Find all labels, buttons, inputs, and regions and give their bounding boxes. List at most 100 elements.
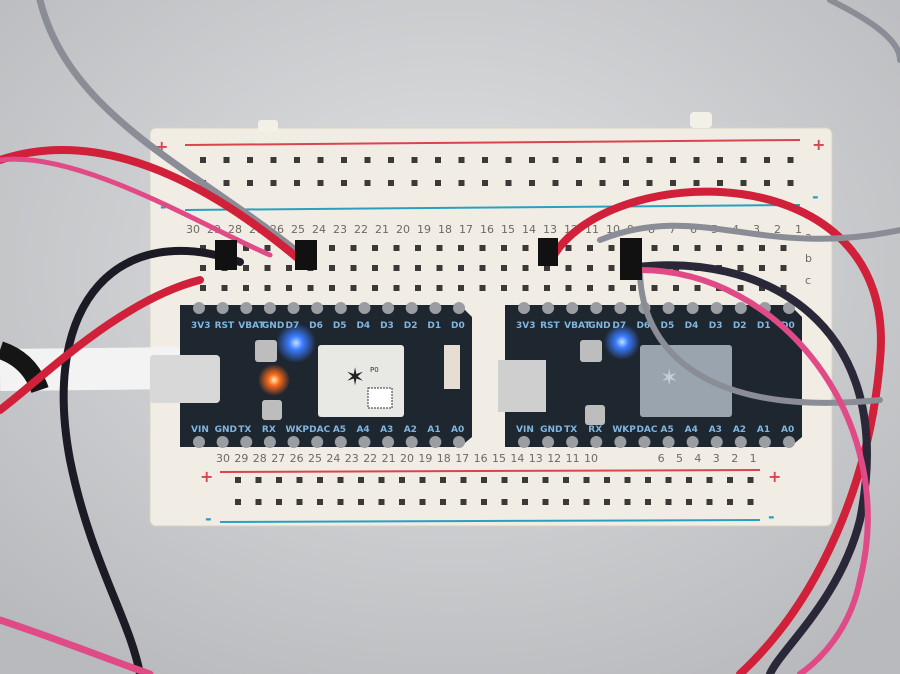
breadboard-hole[interactable]	[247, 157, 253, 163]
breadboard-hole[interactable]	[419, 499, 426, 505]
breadboard-hole[interactable]	[481, 477, 487, 483]
breadboard-hole[interactable]	[759, 285, 765, 291]
breadboard-hole[interactable]	[565, 265, 572, 271]
breadboard-hole[interactable]	[501, 477, 508, 483]
breadboard-hole[interactable]	[223, 180, 230, 186]
breadboard-hole[interactable]	[623, 180, 629, 186]
breadboard-hole[interactable]	[542, 477, 549, 483]
breadboard-hole[interactable]	[200, 157, 206, 163]
breadboard-hole[interactable]	[747, 477, 754, 483]
breadboard-hole[interactable]	[399, 499, 405, 505]
breadboard-hole[interactable]	[341, 180, 347, 186]
breadboard-hole[interactable]	[337, 477, 344, 483]
breadboard-hole[interactable]	[780, 245, 787, 251]
breadboard-hole[interactable]	[670, 180, 676, 186]
breadboard-hole[interactable]	[415, 285, 421, 291]
breadboard-hole[interactable]	[411, 180, 418, 186]
breadboard-hole[interactable]	[317, 477, 323, 483]
breadboard-hole[interactable]	[415, 245, 421, 251]
breadboard-hole[interactable]	[329, 285, 335, 291]
breadboard-hole[interactable]	[243, 285, 249, 291]
breadboard-hole[interactable]	[247, 180, 253, 186]
breadboard-hole[interactable]	[372, 245, 378, 251]
breadboard-hole[interactable]	[522, 477, 528, 483]
breadboard-hole[interactable]	[458, 180, 465, 186]
breadboard-hole[interactable]	[529, 180, 535, 186]
breadboard-hole[interactable]	[350, 265, 357, 271]
setup-button[interactable]	[580, 340, 602, 362]
breadboard-hole[interactable]	[358, 499, 364, 505]
breadboard-hole[interactable]	[243, 265, 249, 271]
breadboard-hole[interactable]	[364, 157, 371, 163]
breadboard-hole[interactable]	[565, 245, 572, 251]
breadboard-hole[interactable]	[440, 477, 446, 483]
breadboard-hole[interactable]	[737, 285, 744, 291]
breadboard-hole[interactable]	[270, 157, 277, 163]
breadboard-hole[interactable]	[372, 285, 378, 291]
setup-button[interactable]	[255, 340, 277, 362]
breadboard-hole[interactable]	[479, 265, 486, 271]
breadboard-hole[interactable]	[522, 499, 528, 505]
breadboard-hole[interactable]	[329, 245, 335, 251]
breadboard-hole[interactable]	[264, 285, 271, 291]
breadboard-hole[interactable]	[673, 285, 679, 291]
breadboard-hole[interactable]	[717, 180, 723, 186]
breadboard-hole[interactable]	[235, 477, 241, 483]
breadboard-hole[interactable]	[576, 180, 582, 186]
breadboard-hole[interactable]	[624, 477, 631, 483]
breadboard-hole[interactable]	[435, 157, 441, 163]
breadboard-hole[interactable]	[501, 245, 507, 251]
breadboard-hole[interactable]	[522, 265, 529, 271]
breadboard-hole[interactable]	[501, 499, 508, 505]
breadboard-hole[interactable]	[307, 285, 314, 291]
breadboard-hole[interactable]	[436, 285, 443, 291]
breadboard-hole[interactable]	[505, 180, 512, 186]
breadboard-hole[interactable]	[479, 245, 486, 251]
breadboard-hole[interactable]	[740, 180, 747, 186]
breadboard-hole[interactable]	[787, 180, 794, 186]
breadboard-hole[interactable]	[764, 157, 770, 163]
breadboard-hole[interactable]	[388, 157, 394, 163]
breadboard-hole[interactable]	[599, 157, 606, 163]
breadboard-hole[interactable]	[587, 285, 593, 291]
breadboard-hole[interactable]	[372, 265, 378, 271]
breadboard-hole[interactable]	[764, 180, 770, 186]
breadboard-hole[interactable]	[665, 499, 672, 505]
breadboard-hole[interactable]	[294, 180, 300, 186]
breadboard-hole[interactable]	[717, 157, 723, 163]
breadboard-hole[interactable]	[479, 285, 486, 291]
breadboard-hole[interactable]	[458, 245, 464, 251]
breadboard-hole[interactable]	[481, 499, 487, 505]
reset-button[interactable]	[262, 400, 282, 420]
breadboard-hole[interactable]	[458, 265, 464, 271]
breadboard-hole[interactable]	[565, 285, 572, 291]
breadboard-hole[interactable]	[276, 499, 282, 505]
breadboard-hole[interactable]	[727, 477, 733, 483]
breadboard-hole[interactable]	[608, 245, 615, 251]
breadboard-hole[interactable]	[460, 499, 467, 505]
breadboard-hole[interactable]	[583, 477, 590, 483]
breadboard-hole[interactable]	[364, 180, 371, 186]
breadboard-hole[interactable]	[350, 245, 357, 251]
breadboard-hole[interactable]	[458, 285, 464, 291]
breadboard-hole[interactable]	[200, 265, 206, 271]
breadboard-hole[interactable]	[264, 265, 271, 271]
breadboard-hole[interactable]	[716, 245, 722, 251]
breadboard-hole[interactable]	[460, 477, 467, 483]
breadboard-hole[interactable]	[576, 157, 582, 163]
breadboard-hole[interactable]	[583, 499, 590, 505]
breadboard-hole[interactable]	[296, 499, 303, 505]
breadboard-hole[interactable]	[378, 499, 385, 505]
breadboard-hole[interactable]	[270, 180, 277, 186]
breadboard-hole[interactable]	[501, 265, 507, 271]
breadboard-hole[interactable]	[630, 285, 636, 291]
breadboard-hole[interactable]	[436, 265, 443, 271]
breadboard-hole[interactable]	[587, 245, 593, 251]
breadboard-hole[interactable]	[563, 477, 569, 483]
breadboard-hole[interactable]	[673, 245, 679, 251]
breadboard-hole[interactable]	[436, 245, 443, 251]
breadboard-hole[interactable]	[780, 265, 787, 271]
breadboard-hole[interactable]	[399, 477, 405, 483]
breadboard-hole[interactable]	[522, 245, 529, 251]
breadboard-hole[interactable]	[341, 157, 347, 163]
